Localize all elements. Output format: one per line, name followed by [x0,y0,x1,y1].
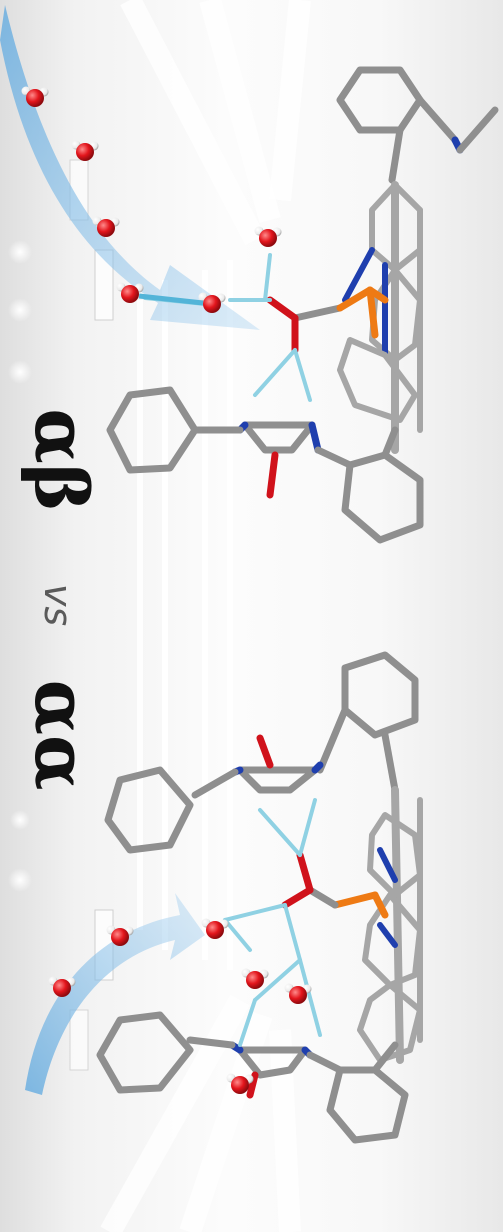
alpha-beta-molecule [106,66,499,544]
alpha-alpha-label: αα [19,679,104,791]
blue-flow-arrow-icon [0,5,260,330]
versus-label: vs [36,583,80,627]
alpha-alpha-molecule [96,651,423,1144]
alpha-beta-label: αβ [19,408,104,512]
water-cluster-top [20,85,283,315]
blue-flow-arrow-icon [25,893,205,1095]
